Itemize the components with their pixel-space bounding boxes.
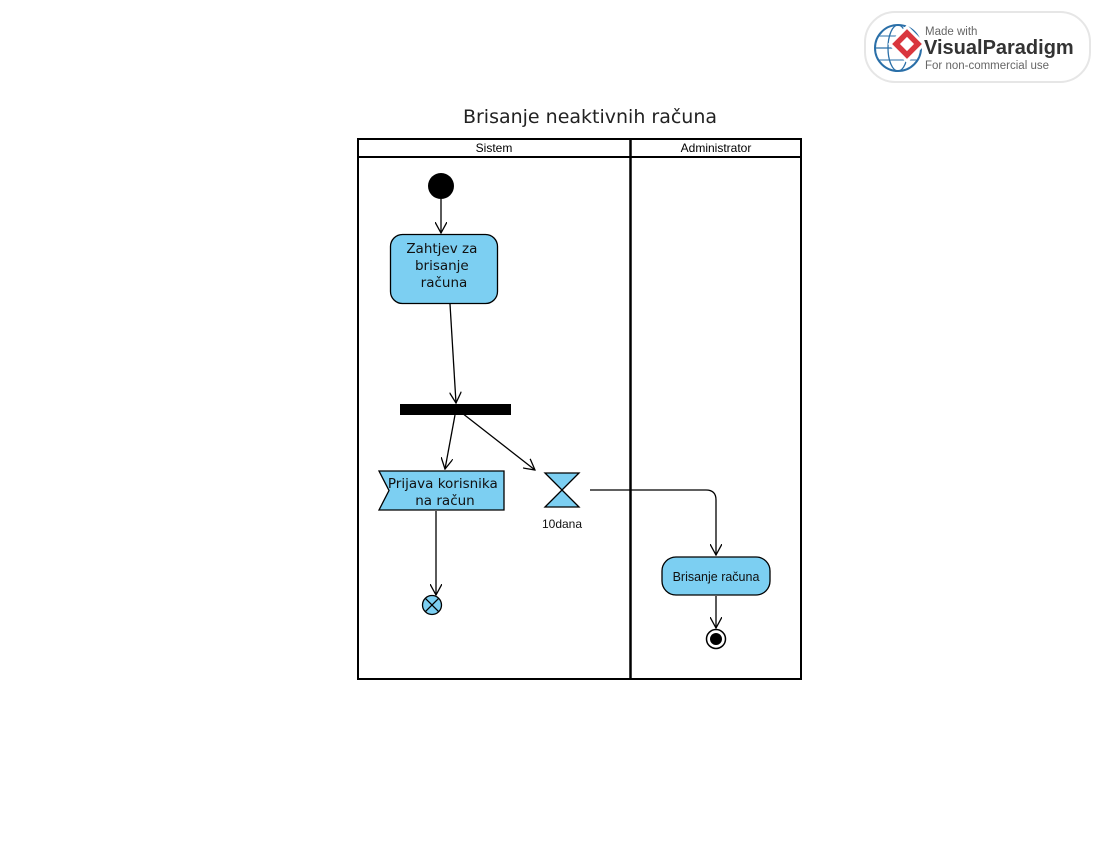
lane-header-administrator: Administrator (681, 141, 752, 155)
flow-timer-to-delete (590, 489, 716, 555)
activity-delete-account: Brisanje računa (661, 556, 771, 596)
control-flows (436, 199, 716, 628)
activity-final-node (705, 628, 727, 650)
flow-final-node (421, 594, 443, 616)
watermark-badge: Made with VisualParadigm For non-commerc… (864, 11, 1091, 83)
watermark-noncommercial: For non-commercial use (925, 60, 1049, 72)
diagram-title: Brisanje neaktivnih računa (463, 106, 717, 128)
lane-header-sistem: Sistem (476, 141, 513, 155)
activity-delete-account-label: Brisanje računa (673, 570, 760, 584)
signal-user-login: Prijava korisnika na račun (377, 470, 505, 511)
globe-icon (874, 24, 927, 72)
time-event: 10dana (542, 472, 582, 531)
watermark-brand-paradigm: Paradigm (983, 37, 1074, 59)
flow-fork-to-timer (461, 412, 535, 470)
time-event-label: 10dana (542, 517, 582, 531)
fork-bar (400, 404, 511, 415)
watermark-brand: VisualParadigm (924, 37, 1074, 59)
initial-node (428, 173, 454, 199)
flow-fork-to-signal (445, 414, 456, 469)
signal-user-login-label: Prijava korisnika na račun (388, 476, 502, 509)
hourglass-icon (543, 472, 581, 508)
activity-request-deletion: Zahtjev za brisanje računa (389, 233, 499, 305)
watermark-brand-visual: Visual (924, 37, 983, 59)
activity-request-deletion-label: Zahtjev za brisanje računa (406, 241, 481, 291)
flow-request-to-fork (450, 303, 456, 403)
watermark-made-with: Made with (925, 26, 977, 38)
